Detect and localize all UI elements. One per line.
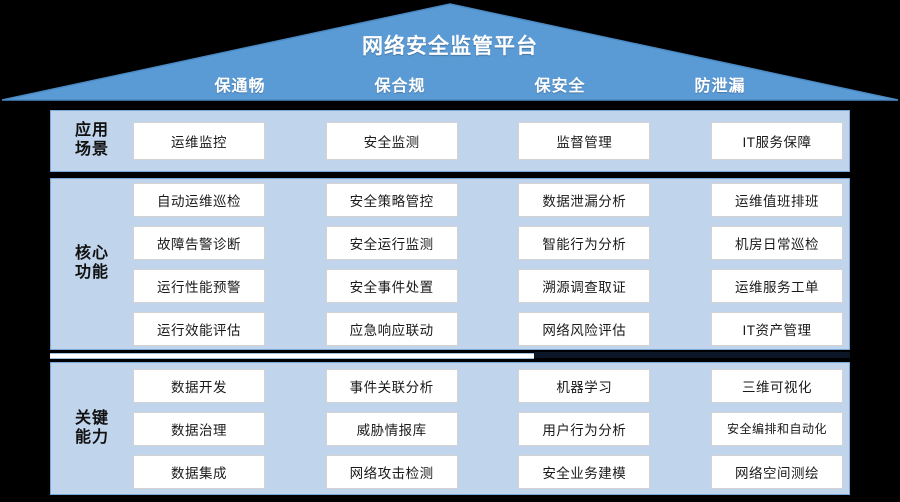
card-item[interactable]: 网络攻击检测 bbox=[325, 454, 458, 489]
roof-triangle-icon bbox=[1, 3, 899, 101]
card-item[interactable]: 机器学习 bbox=[518, 368, 651, 403]
section-label-line-1: 功能 bbox=[74, 264, 109, 281]
section-label-line-1: 场景 bbox=[74, 141, 109, 158]
card-item[interactable]: 数据泄漏分析 bbox=[518, 182, 651, 217]
roof-pillar-2: 保安全 bbox=[534, 78, 586, 95]
card-row: 自动运维巡检 安全策略管控 数据泄漏分析 运维值班排班 bbox=[133, 182, 843, 217]
card-row: 运行性能预警 安全事件处置 溯源调查取证 运维服务工单 bbox=[133, 268, 843, 303]
card-item[interactable]: 运维监控 bbox=[133, 122, 265, 160]
roof-shape: 网络安全监管平台 保通畅 保合规 保安全 防泄漏 bbox=[0, 0, 900, 104]
card-item[interactable]: 安全编排和自动化 bbox=[710, 411, 843, 446]
card-item[interactable]: 安全业务建模 bbox=[518, 454, 651, 489]
card-item[interactable]: 数据集成 bbox=[133, 454, 265, 489]
card-item[interactable]: 用户行为分析 bbox=[518, 411, 651, 446]
section-gap bbox=[50, 172, 850, 178]
card-item[interactable]: 数据开发 bbox=[133, 368, 265, 403]
card-item[interactable]: 网络空间测绘 bbox=[710, 454, 843, 489]
section-label-application-scenarios: 应用 场景 bbox=[51, 122, 133, 160]
card-item[interactable]: 安全运行监测 bbox=[325, 225, 458, 260]
card-row: 运维监控 安全监测 监督管理 IT服务保障 bbox=[133, 122, 843, 160]
card-item[interactable]: 安全监测 bbox=[325, 122, 458, 160]
card-item[interactable]: 应急响应联动 bbox=[325, 311, 458, 346]
right-wall bbox=[850, 104, 864, 502]
card-item[interactable]: 安全策略管控 bbox=[325, 182, 458, 217]
card-row: 数据开发 事件关联分析 机器学习 三维可视化 bbox=[133, 368, 843, 403]
card-row: 数据集成 网络攻击检测 安全业务建模 网络空间测绘 bbox=[133, 454, 843, 489]
divider-right-segment bbox=[534, 352, 850, 358]
left-wall bbox=[36, 104, 50, 502]
section-label-key-capabilities: 关键 能力 bbox=[51, 410, 133, 448]
card-item[interactable]: 溯源调查取证 bbox=[518, 268, 651, 303]
divider-left-segment bbox=[50, 353, 534, 359]
card-item[interactable]: 威胁情报库 bbox=[325, 411, 458, 446]
card-item[interactable]: 事件关联分析 bbox=[325, 368, 458, 403]
roof-pillar-0: 保通畅 bbox=[214, 78, 266, 95]
card-item[interactable]: 自动运维巡检 bbox=[133, 182, 265, 217]
card-item[interactable]: 网络风险评估 bbox=[518, 311, 651, 346]
section-label-line-0: 核心 bbox=[74, 245, 109, 263]
section-label-line-1: 能力 bbox=[74, 428, 109, 446]
card-item[interactable]: 三维可视化 bbox=[710, 368, 843, 403]
section-label-line-0: 应用 bbox=[74, 122, 109, 140]
roof-pillars: 保通畅 保合规 保安全 防泄漏 bbox=[160, 72, 800, 96]
card-item[interactable]: IT服务保障 bbox=[710, 122, 843, 160]
card-item[interactable]: 运维服务工单 bbox=[710, 268, 843, 303]
section-grid-application-scenarios: 运维监控 安全监测 监督管理 IT服务保障 bbox=[133, 122, 849, 160]
card-item[interactable]: 运行性能预警 bbox=[133, 268, 265, 303]
section-key-capabilities: 关键 能力 数据开发 事件关联分析 机器学习 三维可视化 数据治理 威胁情报库 … bbox=[50, 362, 850, 495]
card-item[interactable]: 运维值班排班 bbox=[710, 182, 843, 217]
platform-title: 网络安全监管平台 bbox=[362, 35, 538, 58]
roof-pillar-3: 防泄漏 bbox=[694, 78, 746, 95]
card-item[interactable]: IT资产管理 bbox=[710, 311, 843, 346]
section-core-functions: 核心 功能 自动运维巡检 安全策略管控 数据泄漏分析 运维值班排班 故障告警诊断… bbox=[50, 178, 850, 350]
card-item[interactable]: 故障告警诊断 bbox=[133, 225, 265, 260]
section-label-line-0: 关键 bbox=[74, 409, 109, 427]
card-item[interactable]: 机房日常巡检 bbox=[710, 225, 843, 260]
card-item[interactable]: 数据治理 bbox=[133, 411, 265, 446]
card-item[interactable]: 监督管理 bbox=[518, 122, 651, 160]
card-row: 运行效能评估 应急响应联动 网络风险评估 IT资产管理 bbox=[133, 311, 843, 346]
card-item[interactable]: 运行效能评估 bbox=[133, 311, 265, 346]
section-grid-key-capabilities: 数据开发 事件关联分析 机器学习 三维可视化 数据治理 威胁情报库 用户行为分析… bbox=[133, 368, 849, 489]
section-application-scenarios: 应用 场景 运维监控 安全监测 监督管理 IT服务保障 bbox=[50, 110, 850, 172]
card-item[interactable]: 智能行为分析 bbox=[518, 225, 651, 260]
card-row: 数据治理 威胁情报库 用户行为分析 安全编排和自动化 bbox=[133, 411, 843, 446]
section-label-core-functions: 核心 功能 bbox=[51, 245, 133, 283]
roof-pillar-1: 保合规 bbox=[374, 78, 426, 95]
section-divider bbox=[50, 352, 850, 359]
section-grid-core-functions: 自动运维巡检 安全策略管控 数据泄漏分析 运维值班排班 故障告警诊断 安全运行监… bbox=[133, 182, 849, 346]
card-item[interactable]: 安全事件处置 bbox=[325, 268, 458, 303]
card-row: 故障告警诊断 安全运行监测 智能行为分析 机房日常巡检 bbox=[133, 225, 843, 260]
